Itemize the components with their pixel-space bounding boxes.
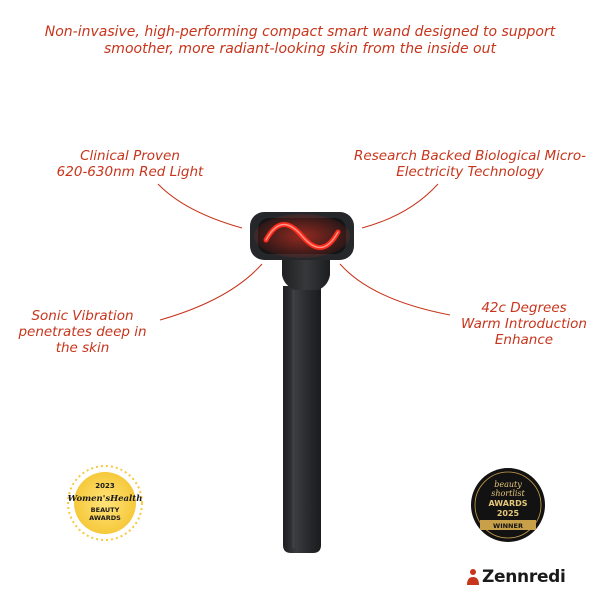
connector-top-right xyxy=(361,183,439,229)
wh-badge-brand: Women'sHealth xyxy=(68,494,143,504)
callout-sonic-vibration-line-2: penetrates deep in xyxy=(18,324,147,340)
callout-sonic-vibration-line-1: Sonic Vibration xyxy=(31,308,134,324)
callout-warm-introduction-line-3: Enhance xyxy=(494,332,554,348)
connector-top-left xyxy=(157,183,243,229)
brand-name: Zennredi xyxy=(482,567,566,587)
bs-badge-ribbon xyxy=(480,520,536,530)
womens-health-award-badge: 2023 Women'sHealth BEAUTY AWARDS xyxy=(67,465,143,541)
wh-badge-year: 2023 xyxy=(95,482,115,490)
callout-warm-introduction-line-1: 42c Degrees xyxy=(481,300,567,316)
connector-bottom-left xyxy=(159,263,263,321)
device-handle xyxy=(283,286,321,553)
beauty-shortlist-award-badge: beauty shortlist AWARDS 2025 WINNER xyxy=(471,468,545,542)
callout-micro-electricity: Research Backed Biological Micro- Electr… xyxy=(340,148,600,180)
wh-badge-line-1: BEAUTY xyxy=(91,506,120,514)
callout-warm-introduction: 42c Degrees Warm Introduction Enhance xyxy=(448,300,600,348)
connector-bottom-right xyxy=(339,263,451,316)
bs-badge-line-1: beauty xyxy=(494,480,522,489)
headline-line-2: smoother, more radiant-looking skin from… xyxy=(104,41,496,57)
bs-badge-year: 2025 xyxy=(497,509,520,518)
callout-red-light: Clinical Proven 620-630nm Red Light xyxy=(50,148,210,180)
brand-person-icon xyxy=(467,569,479,585)
bs-badge-line-2: shortlist xyxy=(491,489,525,498)
callout-red-light-line-2: 620-630nm Red Light xyxy=(56,164,204,180)
device-neck xyxy=(282,258,330,290)
callout-sonic-vibration: Sonic Vibration penetrates deep in the s… xyxy=(0,308,165,356)
brand-logo: Zennredi xyxy=(466,566,566,588)
device-handle-highlight xyxy=(292,290,295,548)
wh-badge-line-2: AWARDS xyxy=(89,514,121,522)
callout-red-light-line-1: Clinical Proven xyxy=(80,148,180,164)
headline: Non-invasive, high-performing compact sm… xyxy=(0,24,600,58)
callout-sonic-vibration-line-3: the skin xyxy=(55,340,110,356)
callout-micro-electricity-line-2: Electricity Technology xyxy=(396,164,544,180)
callout-micro-electricity-line-1: Research Backed Biological Micro- xyxy=(354,148,586,164)
bs-badge-ribbon-text: WINNER xyxy=(493,522,523,530)
bs-badge-line-3: AWARDS xyxy=(488,499,527,508)
headline-line-1: Non-invasive, high-performing compact sm… xyxy=(44,24,556,40)
callout-warm-introduction-line-2: Warm Introduction xyxy=(461,316,587,332)
